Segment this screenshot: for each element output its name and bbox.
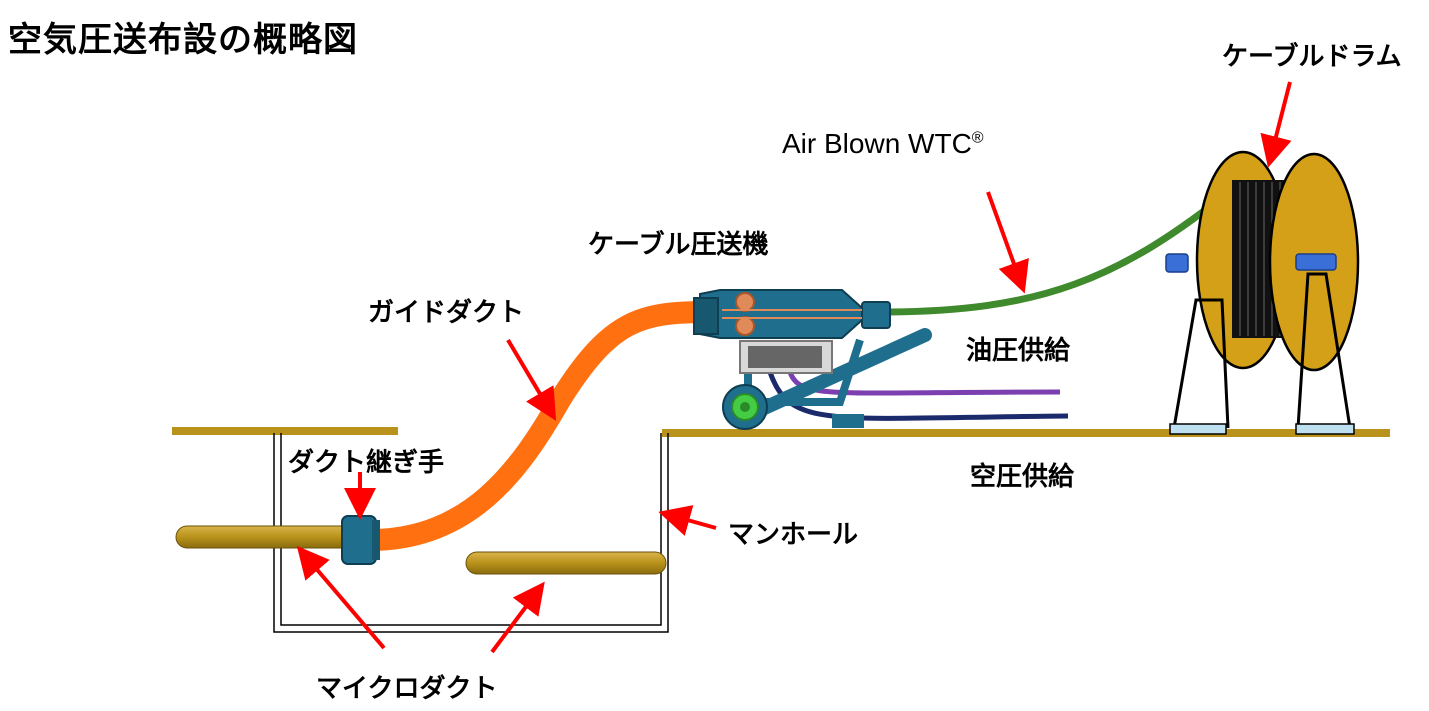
registered-mark: ® xyxy=(971,129,984,147)
arrow-manhole xyxy=(658,505,717,536)
label-manhole: マンホール xyxy=(728,520,859,550)
duct-joint xyxy=(341,515,380,565)
label-air-blown-wtc-text: Air Blown WTC xyxy=(782,128,972,159)
arrow-microduct-right xyxy=(490,581,545,654)
label-air-supply: 空圧供給 xyxy=(970,462,1075,492)
label-cable-blower: ケーブル圧送機 xyxy=(588,230,769,260)
arrow-cable-drum xyxy=(1260,81,1292,168)
page-title: 空気圧送布設の概略図 xyxy=(8,20,358,60)
arrow-guide-duct xyxy=(506,338,557,421)
ground-right xyxy=(662,429,1390,437)
label-hydraulic-supply: 油圧供給 xyxy=(966,336,1071,366)
arrow-microduct-left xyxy=(296,545,386,650)
ground-left xyxy=(172,427,398,435)
arrow-air-blown-wtc xyxy=(986,191,1029,294)
label-microduct: マイクロダクト xyxy=(316,674,498,704)
guide-duct xyxy=(359,301,719,551)
cable-drum xyxy=(1165,150,1360,435)
label-guide-duct: ガイドダクト xyxy=(368,298,525,328)
label-air-blown-wtc: Air Blown WTC® xyxy=(782,128,984,160)
cable-blower xyxy=(693,289,932,430)
fiber-cable xyxy=(876,182,1240,316)
microduct-right xyxy=(465,551,667,575)
label-cable-drum: ケーブルドラム xyxy=(1222,42,1402,72)
microduct-left xyxy=(175,525,357,549)
label-duct-joint: ダクト継ぎ手 xyxy=(288,448,445,478)
